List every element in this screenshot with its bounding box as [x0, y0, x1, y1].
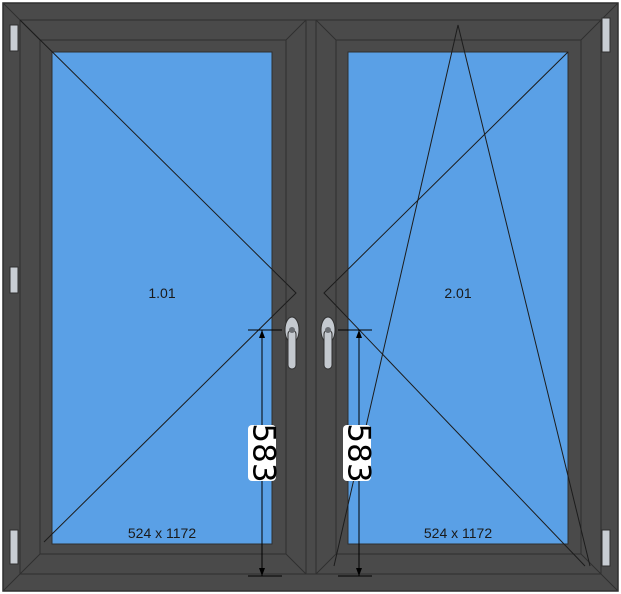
glass-pane-right: [347, 51, 569, 545]
sash-right: [315, 19, 602, 575]
frame-bevel-br: [600, 573, 619, 592]
hinge-icon: [9, 529, 19, 565]
dimension-label-left: 583: [246, 423, 282, 482]
sash-left: [19, 19, 307, 575]
window-handle-icon: [284, 316, 300, 370]
opening-lines-left: [19, 19, 297, 543]
dimension-label-left-bg: [248, 425, 276, 481]
dimension-label-right: 583: [341, 423, 377, 482]
hinge-icon: [9, 266, 19, 294]
hinge-icon: [601, 529, 611, 567]
glass-pane-left: [51, 51, 273, 545]
sash-id-left: 1.01: [148, 285, 175, 301]
frame-bevel-tr: [600, 2, 619, 21]
sash-size-left: 524 x 1172: [128, 525, 196, 541]
hinge-icon: [9, 24, 19, 52]
sash-id-right: 2.01: [444, 285, 471, 301]
opening-lines-right-tilt: [333, 24, 591, 567]
frame-bevel-bl: [2, 573, 21, 592]
central-mullion: [305, 19, 317, 575]
hinge-icon: [601, 17, 611, 53]
window-handle-icon: [320, 316, 336, 370]
frame-bevel-tl: [2, 2, 21, 21]
dimension-label-right-bg: [343, 425, 371, 481]
sash-size-right: 524 x 1172: [424, 525, 492, 541]
opening-lines-right-turn: [323, 51, 586, 567]
